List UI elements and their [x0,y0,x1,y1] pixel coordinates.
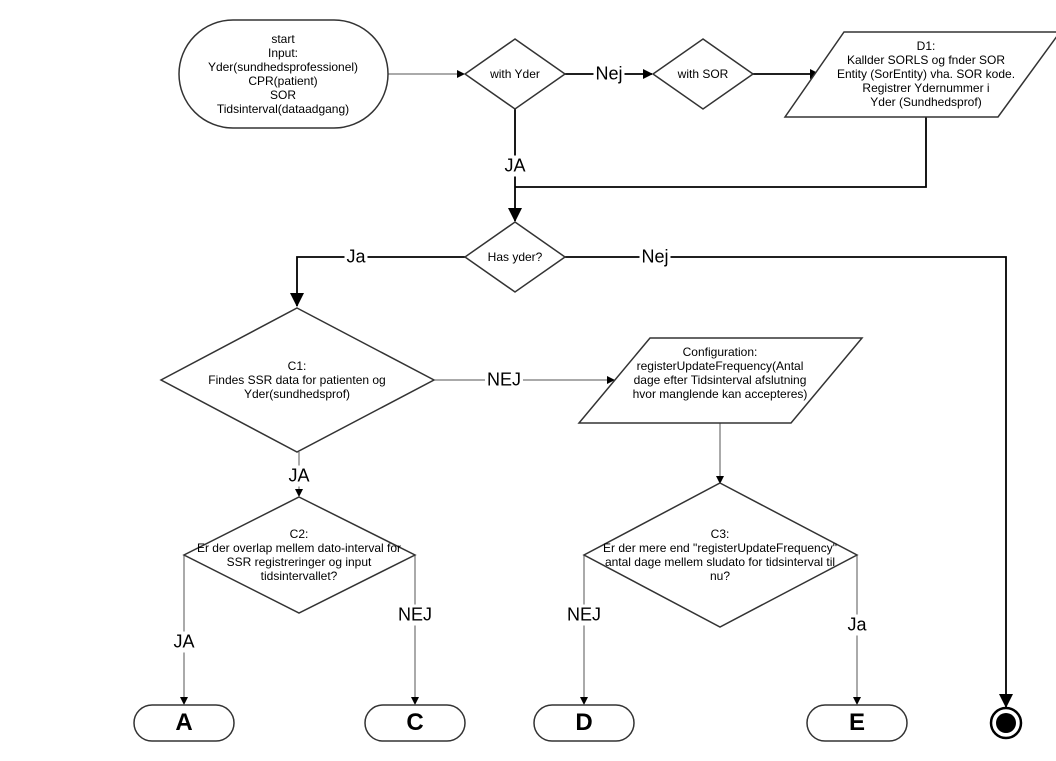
terminal-d-label: D [575,709,593,736]
c3-line: C3: [710,527,730,541]
c3-line: antal dage mellem sludato for tidsinterv… [604,555,836,569]
start-line: CPR(patient) [248,74,318,88]
c1-diamond [159,307,436,453]
c2-diamond [182,496,417,614]
edge-d1-hasyder [515,117,927,188]
end-node-inner [996,713,1016,733]
c3-label: C3: Er der mere end "registerUpdateFrequ… [603,527,837,583]
config-line: dage efter Tidsinterval afslutning [633,373,807,387]
edge-label-c2-nej: NEJ [395,604,435,626]
start-line: start [271,32,295,46]
c1-line: C1: [287,359,307,373]
has-yder-label: Has yder? [487,250,543,264]
edge-hasyder-end [565,256,1013,708]
c3-line: nu? [709,569,731,583]
config-line: hvor manglende kan accepteres) [632,387,808,401]
start-node-label: start Input: Yder(sundhedsprofessionel) … [208,32,358,116]
terminal-e-label: E [848,709,866,736]
terminal-a-label: A [175,709,193,736]
c1-line: Findes SSR data for patienten og [208,373,386,387]
edge-label-yder-ja: JA [502,155,528,177]
edge-label-yder-sor: Nej [593,63,625,85]
start-node-shape [178,19,389,129]
config-line: registerUpdateFrequency(Antal [636,359,804,373]
c1-line: Yder(sundhedsprof) [243,387,351,401]
edge-label-c1-nej: NEJ [484,369,524,391]
start-line: Yder(sundhedsprofessionel) [207,60,359,74]
edge-label-c2-ja: JA [171,631,197,653]
c2-label: C2: Er der overlap mellem dato-interval … [197,527,401,583]
with-sor-label: with SOR [677,67,729,81]
start-line: SOR [269,88,296,102]
start-line: Tidsinterval(dataadgang) [216,102,350,116]
c3-line: Er der mere end "registerUpdateFrequency… [603,541,837,555]
c2-line: tidsintervallet? [260,569,338,583]
c2-line: C2: [289,527,309,541]
config-line: Configuration: [682,345,758,359]
config-parallelogram [577,337,864,424]
d1-line: Entity (SorEntity) vha. SOR kode. [836,67,1016,81]
d1-label: D1: Kallder SORLS og fnder SOR Entity (S… [837,39,1015,109]
has-yder-diamond [463,221,567,293]
edge-label-c3-ja: Ja [845,614,869,636]
d1-line: Yder (Sundhedsprof) [870,95,982,109]
with-sor-diamond [651,38,755,110]
d1-line: D1: [916,39,936,53]
terminal-c-shape [364,704,466,742]
c1-label: C1: Findes SSR data for patienten og Yde… [208,359,385,401]
c2-line: Er der overlap mellem dato-interval for [196,541,402,555]
terminal-c-label: C [406,709,424,736]
with-yder-diamond [463,38,567,110]
with-yder-label: with Yder [490,67,540,81]
terminal-a-shape [133,704,235,742]
terminal-e-shape [806,704,908,742]
c3-diamond [582,482,859,628]
c2-line: SSR registreringer og input [226,555,372,569]
edge-label-has-ja: Ja [344,246,368,268]
start-line: Input: [267,46,299,60]
edge-label-c1-ja: JA [286,465,312,487]
d1-line: Registrer Ydernummer i [862,81,990,95]
config-label: Configuration: registerUpdateFrequency(A… [633,345,808,401]
edge-label-has-nej: Nej [639,246,671,268]
terminal-d-shape [533,704,635,742]
edge-label-c3-nej: NEJ [564,604,604,626]
d1-parallelogram [783,31,1056,118]
edge-hasyder-c1 [290,256,465,307]
d1-line: Kallder SORLS og fnder SOR [846,53,1006,67]
